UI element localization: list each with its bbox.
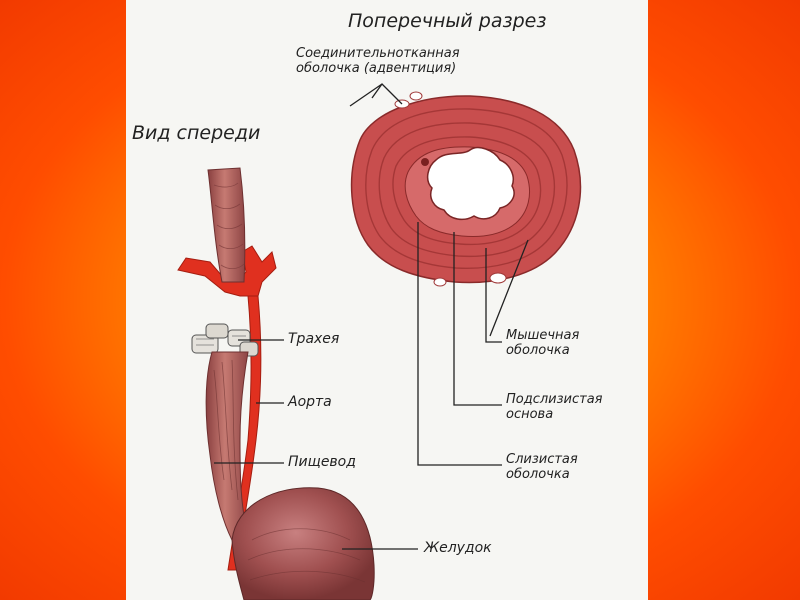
mucosa-pointer <box>417 222 502 466</box>
front-view-figure <box>177 167 375 600</box>
esophagus-body <box>205 351 249 541</box>
adventitia-pointer <box>349 83 403 107</box>
cross-section-title: Поперечный разрез <box>348 10 547 32</box>
adventitia-vessels <box>394 91 507 287</box>
upper-esophagus <box>207 167 246 283</box>
submucosa-label: Подслизистая основа <box>506 392 603 422</box>
aorta-vessel <box>227 295 262 571</box>
muscular-layer-label: Мышечная оболочка <box>506 328 580 358</box>
trachea-rings <box>191 323 259 357</box>
cross-section-lumen <box>426 146 515 221</box>
mucosa-label: Слизистая оболочка <box>506 452 578 482</box>
stomach-organ <box>231 487 375 600</box>
submucosa-pointer <box>453 232 502 406</box>
diagram-panel <box>126 0 648 600</box>
front-view-title: Вид спереди <box>132 122 261 144</box>
cross-section-figure <box>350 91 582 287</box>
leader-lines <box>214 83 529 550</box>
esophagus-label: Пищевод <box>288 454 356 470</box>
aorta-label: Аорта <box>288 394 332 410</box>
trachea-label: Трахея <box>288 331 340 347</box>
muscular-pointer <box>485 239 529 343</box>
aortic-arch <box>177 245 277 297</box>
adventitia-label: Соединительнотканная оболочка (адвентици… <box>296 46 460 76</box>
stomach-label: Желудок <box>424 540 492 556</box>
